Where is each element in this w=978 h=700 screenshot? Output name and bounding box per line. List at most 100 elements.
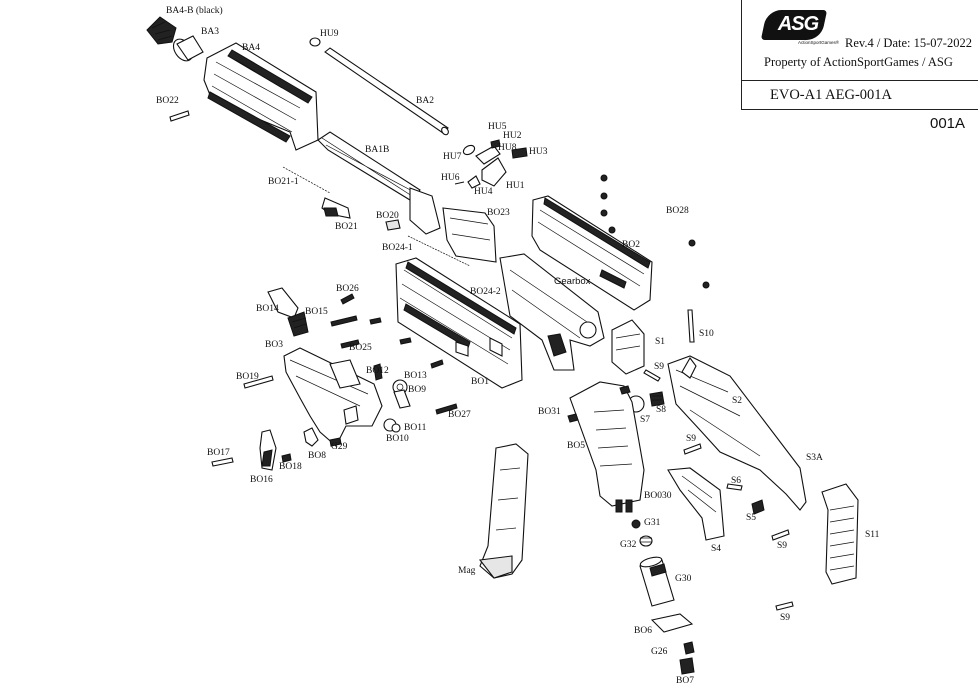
motor-screws <box>615 499 653 547</box>
motor-part <box>639 556 675 607</box>
pin-part <box>211 457 234 467</box>
part-label-ba4: BA4 <box>242 43 260 53</box>
part-label-s2: S2 <box>732 396 743 406</box>
part-label-bo23: BO23 <box>487 208 510 218</box>
folding-stock-part <box>667 355 807 511</box>
part-label-bo25: BO25 <box>349 343 372 353</box>
part-label-bo14: BO14 <box>256 304 279 314</box>
pin-part <box>169 110 190 122</box>
part-label-s1: S1 <box>655 337 666 347</box>
part-label-bo28: BO28 <box>666 206 689 216</box>
part-label-bo030: BO030 <box>644 491 672 501</box>
o-ring-part <box>309 37 321 47</box>
part-label-bo15: BO15 <box>305 307 328 317</box>
gearbox-part <box>499 253 605 371</box>
spring-part <box>282 166 351 219</box>
spring-part <box>751 499 765 515</box>
lower-receiver-part <box>395 257 523 389</box>
part-label-s6: S6 <box>731 476 742 486</box>
part-label-bo20: BO20 <box>376 211 399 221</box>
screw-part <box>679 657 695 675</box>
upper-rail-part <box>531 195 653 311</box>
part-label-bo8: BO8 <box>308 451 326 461</box>
stock-latch-part <box>667 467 725 541</box>
part-label-mag: Mag <box>458 566 476 576</box>
part-label-bo24-2: BO24-2 <box>470 287 501 297</box>
drawing-code: 001A <box>930 115 966 132</box>
part-label-s4: S4 <box>711 544 722 554</box>
part-label-s7: S7 <box>640 415 651 425</box>
part-label-s3a: S3A <box>806 453 823 463</box>
part-label-hu9: HU9 <box>320 29 339 39</box>
charging-lever-part <box>267 287 309 337</box>
part-label-bo21: BO21 <box>335 222 358 232</box>
grip-plate-part <box>650 613 694 633</box>
part-label-bo21-1: BO21-1 <box>268 177 299 187</box>
part-label-s9-c: S9 <box>777 541 788 551</box>
part-label-bo6: BO6 <box>634 626 652 636</box>
part-label-bo9: BO9 <box>408 385 426 395</box>
part-label-s11: S11 <box>865 530 880 540</box>
part-label-bo11: BO11 <box>404 423 427 433</box>
screws-group <box>330 293 458 415</box>
title-block-divider <box>742 80 978 81</box>
handguard-part <box>203 42 319 151</box>
screw-part <box>683 641 695 655</box>
part-label-bo12: BO12 <box>366 366 389 376</box>
property-notice: Property of ActionSportGames / ASG <box>764 55 953 69</box>
magazine-part <box>478 443 529 579</box>
butt-pad-part <box>821 483 859 585</box>
part-label-bo3: BO3 <box>265 340 283 350</box>
guide-spring-part <box>407 235 471 267</box>
part-label-bo10: BO10 <box>386 434 409 444</box>
pin-part <box>726 483 743 491</box>
part-label-hu5: HU5 <box>488 122 507 132</box>
part-label-bo13: BO13 <box>404 371 427 381</box>
part-label-hu3: HU3 <box>529 147 548 157</box>
small-part <box>385 219 401 231</box>
small-part <box>303 427 319 447</box>
part-label-hu1: HU1 <box>506 181 525 191</box>
part-label-hu6: HU6 <box>441 173 460 183</box>
part-label-s9-a: S9 <box>654 362 665 372</box>
title-block: ASG ActionSportGames® Rev.4 / Date: 15-0… <box>741 0 978 110</box>
selector-parts <box>329 363 411 447</box>
part-label-bo16: BO16 <box>250 475 273 485</box>
part-label-s9-d: S9 <box>780 613 791 623</box>
part-label-g26: G26 <box>651 647 668 657</box>
part-label-ba2: BA2 <box>416 96 434 106</box>
revision-date: Rev.4 / Date: 15-07-2022 <box>845 36 972 50</box>
flash-hider-part <box>146 16 177 45</box>
part-label-bo19: BO19 <box>236 372 259 382</box>
part-label-gearbox: Gearbox <box>554 276 591 287</box>
spring-part <box>281 453 292 463</box>
part-label-bo2: BO2 <box>622 240 640 250</box>
asg-logo-subtext: ActionSportGames® <box>798 40 840 45</box>
model-name: EVO-A1 AEG-001A <box>770 87 893 103</box>
cover-plate-part <box>442 207 497 263</box>
part-label-bo5: BO5 <box>567 441 585 451</box>
part-label-g30: G30 <box>675 574 692 584</box>
hop-up-assembly <box>454 139 528 189</box>
part-label-bo22: BO22 <box>156 96 179 106</box>
part-label-g29: G29 <box>331 442 348 452</box>
part-label-g32: G32 <box>620 540 637 550</box>
part-label-hu2: HU2 <box>503 131 522 141</box>
stock-hinge-part <box>611 319 645 375</box>
pins-set <box>643 369 794 611</box>
part-label-ba4b: BA4-B (black) <box>166 6 223 16</box>
part-label-s5: S5 <box>746 513 757 523</box>
trigger-housing-part <box>283 347 383 447</box>
part-label-bo27: BO27 <box>448 410 471 420</box>
part-label-g31: G31 <box>644 518 661 528</box>
part-label-bo31: BO31 <box>538 407 561 417</box>
part-label-s10: S10 <box>699 329 714 339</box>
part-label-bo18: BO18 <box>279 462 302 472</box>
part-label-hu7: HU7 <box>443 152 462 162</box>
pin-part <box>243 375 274 389</box>
part-label-ba1b: BA1B <box>365 145 390 155</box>
pistol-grip-part <box>567 381 645 507</box>
trigger-part <box>259 429 277 471</box>
